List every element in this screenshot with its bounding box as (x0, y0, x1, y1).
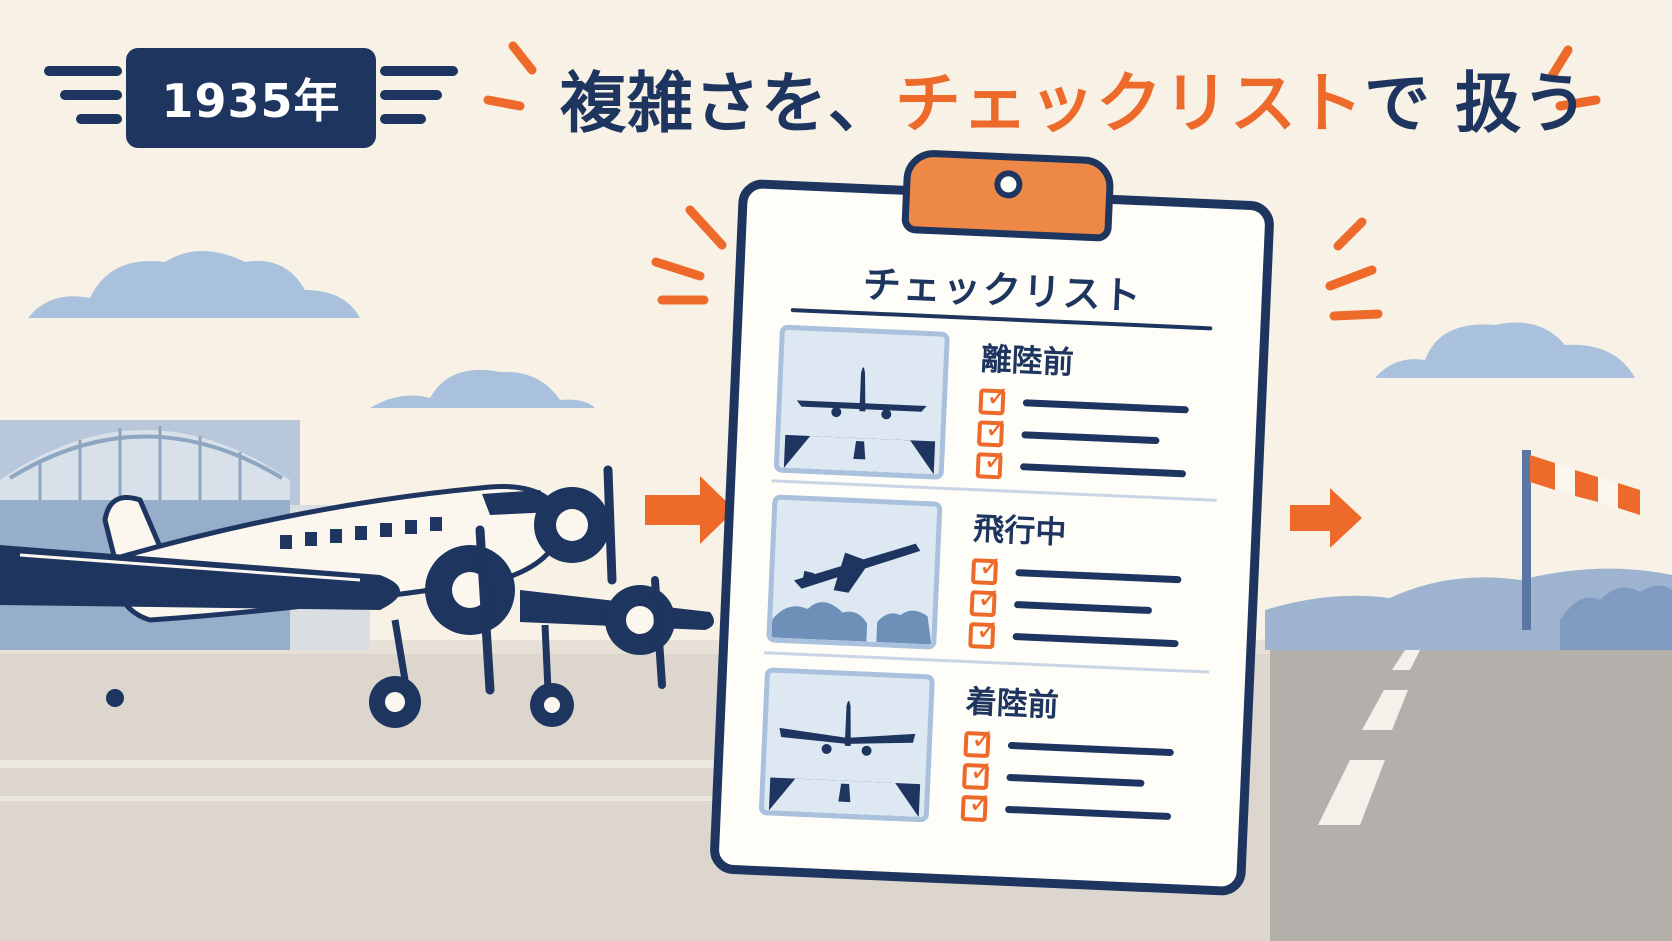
cloud-icon (28, 251, 360, 318)
wing-stripe (44, 66, 122, 76)
check-item-line (1007, 741, 1174, 757)
check-item-line (1015, 569, 1182, 584)
section-label: 離陸前 (979, 341, 1075, 382)
wing-stripe (76, 114, 122, 124)
cruise-clouds-icon (766, 494, 943, 650)
year-box: 1935年 (126, 48, 376, 148)
check-item: ✓ (968, 613, 1179, 650)
check-item: ✓ (970, 549, 1182, 586)
arrow-right-icon (645, 476, 735, 544)
wing-stripe (380, 90, 442, 100)
check-item: ✓ (978, 380, 1189, 416)
windsock-icon (1522, 450, 1640, 630)
check-item-line (1012, 633, 1179, 648)
wing-stripe (380, 66, 458, 76)
section-label: 飛行中 (972, 511, 1068, 552)
headline-part-c: で 扱う (1364, 65, 1589, 142)
check-item-line (1021, 431, 1160, 445)
headline-part-a: 複雑さを、 (560, 65, 895, 142)
check-item: ✓ (976, 412, 1160, 448)
check-item-line (1022, 399, 1189, 414)
cloud-icon (1375, 322, 1635, 378)
check-item: ✓ (960, 786, 1172, 823)
checkbox-checked: ✓ (968, 613, 1000, 650)
checkbox-checked: ✓ (960, 786, 993, 823)
check-item-line (1006, 773, 1145, 787)
clipboard-clip (901, 148, 1115, 242)
section-label: 着陸前 (965, 684, 1060, 725)
takeoff-runway-icon (773, 324, 950, 480)
vintage-airliner-icon (0, 465, 714, 728)
checklist-title: チェックリスト (861, 262, 1144, 319)
wing-stripe (60, 90, 122, 100)
check-item: ✓ (975, 444, 1187, 480)
check-item: ✓ (962, 754, 1145, 791)
check-item: ✓ (963, 722, 1174, 759)
checklist-clipboard: チェックリスト 離陸前 ✓ ✓ ✓ (709, 148, 1275, 897)
emphasis-strokes (483, 41, 1601, 321)
check-item-line (1019, 463, 1187, 478)
headline-part-b: チェックリスト (895, 65, 1364, 142)
runway (1270, 650, 1672, 941)
clip-hole (993, 169, 1024, 199)
check-item: ✓ (969, 581, 1153, 618)
headline: 複雑さを、チェックリストで 扱う (560, 52, 1589, 144)
landing-runway-icon (758, 667, 935, 823)
year-label: 1935年 (161, 74, 341, 128)
check-item-line (1013, 601, 1153, 615)
wing-stripe (380, 114, 426, 124)
year-badge: 1935年 (44, 48, 464, 148)
arrow-right-icon (1290, 488, 1362, 548)
check-item-line (1005, 805, 1172, 821)
cloud-icon (370, 369, 595, 408)
checkbox-checked: ✓ (975, 444, 1008, 480)
